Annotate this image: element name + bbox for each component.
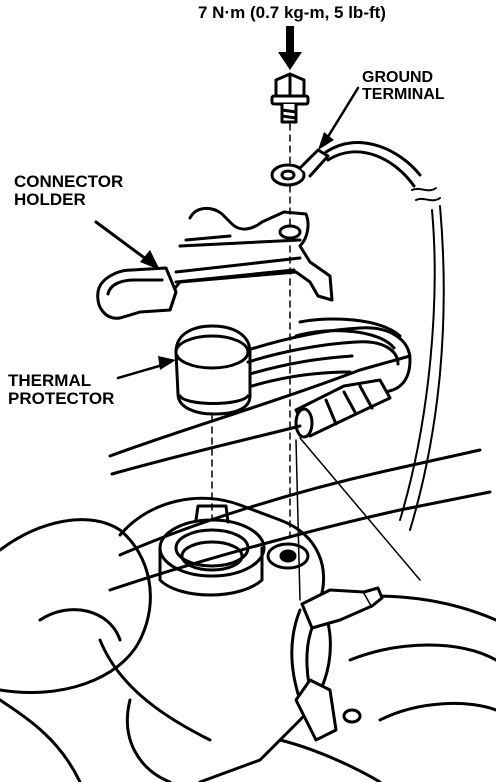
thermal-protector bbox=[174, 317, 412, 416]
lower-connector bbox=[290, 586, 384, 742]
bolt-boss bbox=[266, 542, 310, 570]
connector-holder-label: CONNECTOR HOLDER bbox=[14, 173, 123, 209]
torque-spec-label: 7 N·m (0.7 kg-m, 5 lb-ft) bbox=[198, 3, 386, 22]
thermal-protector-label-line1: THERMAL bbox=[8, 371, 92, 390]
detail-callout-lines bbox=[295, 437, 421, 601]
connector-holder-label-line1: CONNECTOR bbox=[14, 172, 124, 191]
thermal-protector-label-line2: PROTECTOR bbox=[8, 388, 115, 408]
intake-manifold bbox=[0, 448, 496, 782]
connector-plug bbox=[294, 378, 392, 439]
alignment-lines bbox=[211, 123, 291, 541]
connector-holder-bracket bbox=[96, 207, 334, 320]
leader-thermal-protector bbox=[116, 356, 176, 380]
mounting-bolt bbox=[270, 72, 310, 124]
ground-terminal-label: GROUND TERMINAL bbox=[362, 69, 445, 104]
thermal-protector-label: THERMAL PROTECTOR bbox=[8, 372, 114, 408]
wire-harness bbox=[108, 354, 412, 476]
torque-arrow bbox=[278, 26, 302, 70]
leader-ground-terminal bbox=[318, 86, 360, 150]
connector-holder-label-line2: HOLDER bbox=[14, 189, 86, 209]
ground-terminal-label-line2: TERMINAL bbox=[362, 85, 445, 103]
ground-terminal bbox=[270, 141, 445, 531]
leader-connector-holder bbox=[94, 220, 160, 270]
ground-terminal-label-line1: GROUND bbox=[362, 69, 434, 86]
